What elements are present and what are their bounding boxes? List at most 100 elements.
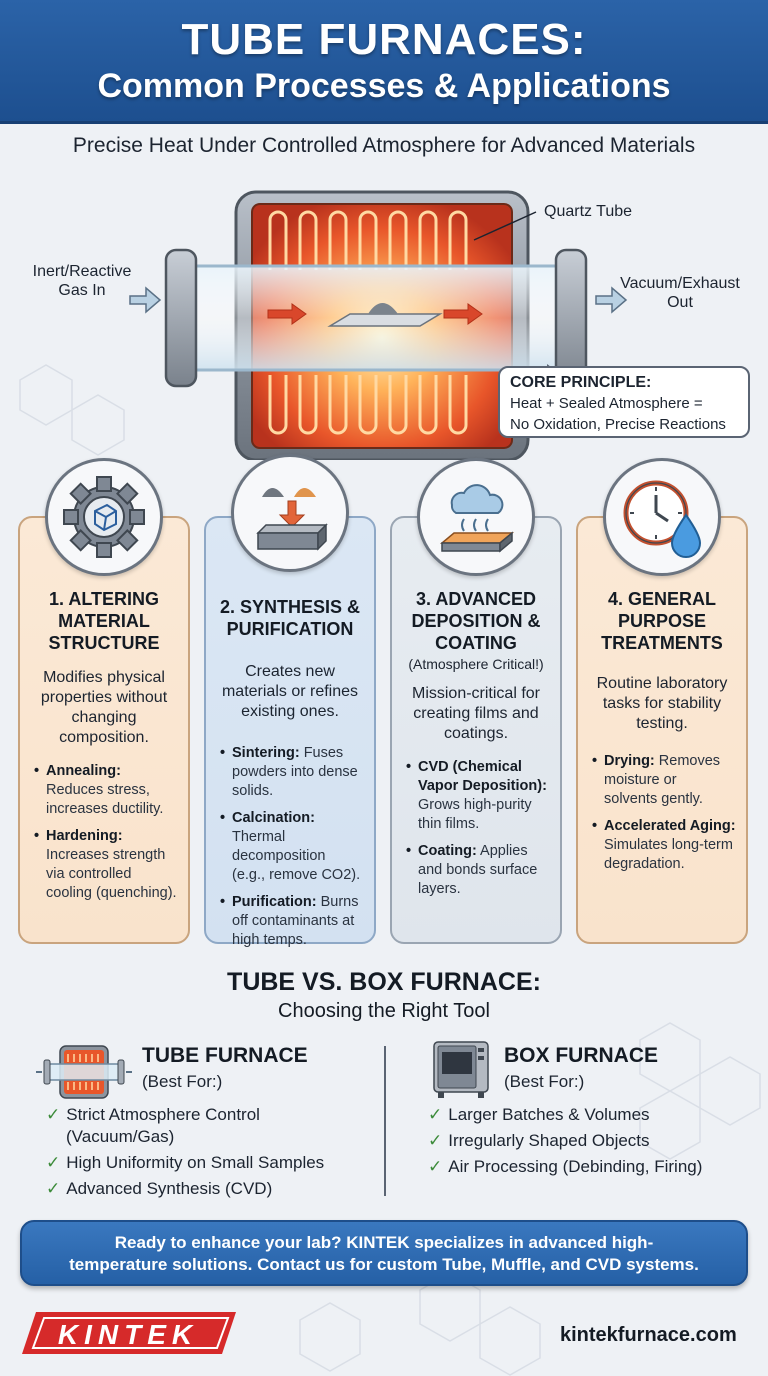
vapor-cloud-icon	[417, 458, 535, 576]
cta-line-1: Ready to enhance your lab? KINTEK specia…	[114, 1233, 654, 1252]
list-item: CVD (Chemical Vapor Deposition):Grows hi…	[406, 758, 552, 834]
box-check-item: ✓Irregularly Shaped Objects	[428, 1131, 650, 1150]
card-title-line: 3. ADVANCED	[415, 589, 536, 609]
page-title: TUBE FURNACES:	[181, 15, 587, 64]
check-icon: ✓	[428, 1157, 443, 1176]
card-title-line: 1. ALTERING	[48, 589, 159, 609]
clock-droplet-icon	[603, 458, 721, 576]
tagline: Precise Heat Under Controlled Atmosphere…	[72, 134, 696, 157]
box-furnace-column: BOX FURNACE (Best For:) ✓Larger Batches …	[386, 1036, 768, 1206]
card-desc-line: testing.	[636, 715, 688, 732]
core-principle-line-1: Heat + Sealed Atmosphere =	[510, 395, 703, 412]
card-desc-line: materials or refines	[221, 683, 359, 700]
tube-furnace-illustration	[129, 190, 628, 460]
box-check-item: ✓Larger Batches & Volumes	[428, 1105, 650, 1124]
card-desc-line: composition.	[59, 729, 149, 746]
page-subtitle: Common Processes & Applications	[97, 67, 671, 105]
kintek-logo-mark: KINTEK	[22, 1312, 236, 1354]
core-principle-callout: CORE PRINCIPLE: Heat + Sealed Atmosphere…	[498, 366, 750, 438]
comparison-divider	[384, 1046, 386, 1196]
tube-check-item-continued: (Vacuum/Gas)	[66, 1127, 175, 1146]
card-title-line: COATING	[435, 633, 517, 653]
tube-check-item: ✓High Uniformity on Small Samples	[46, 1153, 325, 1172]
logo-text: KINTEK	[58, 1319, 198, 1350]
card-title: 4. GENERAL PURPOSE TREATMENTS	[586, 588, 738, 654]
card-title: 1. ALTERING MATERIAL STRUCTURE	[28, 588, 180, 654]
card-description: Modifies physical properties without cha…	[28, 668, 180, 748]
card-desc-line: properties without	[40, 689, 168, 706]
box-check-item: ✓Air Processing (Debinding, Firing)	[428, 1157, 703, 1176]
card-desc-line: Modifies physical	[43, 669, 165, 686]
tube-furnace-column: TUBE FURNACE (Best For:) ✓Strict Atmosph…	[0, 1036, 384, 1206]
card-list: CVD (Chemical Vapor Deposition):Grows hi…	[400, 758, 552, 899]
card-title-line: 2. SYNTHESIS &	[219, 597, 361, 617]
card-advanced-deposition-coating: 3. ADVANCED DEPOSITION & COATING (Atmosp…	[390, 516, 562, 944]
exhaust-line-1: Vacuum/Exhaust	[620, 275, 740, 292]
card-description: Mission-critical for creating films and …	[400, 684, 552, 744]
card-desc-line: changing	[71, 709, 137, 726]
check-icon: ✓	[428, 1131, 443, 1150]
contact-cta-banner[interactable]: Ready to enhance your lab? KINTEK specia…	[20, 1220, 748, 1286]
gas-in-line-2: Gas In	[58, 282, 106, 299]
check-icon: ✓	[46, 1179, 61, 1198]
quartz-tube-label: Quartz Tube	[544, 203, 633, 220]
gear-crystal-icon	[45, 458, 163, 576]
comparison-title: TUBE VS. BOX FURNACE:	[227, 968, 541, 996]
check-icon: ✓	[46, 1105, 61, 1124]
gas-in-label: Inert/Reactive Gas In	[22, 262, 142, 300]
box-furnace-subtitle: (Best For:)	[504, 1072, 585, 1091]
check-icon: ✓	[46, 1153, 61, 1172]
core-principle-line-2: No Oxidation, Precise Reactions	[510, 416, 726, 433]
gas-in-line-1: Inert/Reactive	[32, 263, 132, 280]
list-item: Calcination: Thermaldecomposition(e.g., …	[220, 809, 366, 885]
card-title-line: 4. GENERAL	[607, 589, 717, 609]
card-title-line: TREATMENTS	[601, 633, 723, 653]
check-icon: ✓	[428, 1105, 443, 1124]
tube-furnace-title: TUBE FURNACE	[142, 1044, 308, 1067]
card-title-line: PURPOSE	[617, 611, 707, 631]
card-synthesis-purification: 2. SYNTHESIS & PURIFICATION Creates new …	[204, 516, 376, 948]
powder-to-block-icon	[231, 454, 349, 572]
website-link[interactable]: kintekfurnace.com	[560, 1324, 737, 1346]
box-furnace-title: BOX FURNACE	[504, 1044, 659, 1067]
core-principle-title: CORE PRINCIPLE:	[510, 374, 652, 391]
comparison-subtitle: Choosing the Right Tool	[278, 1000, 490, 1022]
card-desc-line: coatings.	[443, 725, 509, 742]
card-desc-line: Routine laboratory	[596, 675, 728, 692]
kintek-logo[interactable]: KINTEK	[22, 1310, 236, 1356]
card-title-line: PURIFICATION	[226, 619, 354, 639]
card-desc-line: Mission-critical for	[411, 685, 540, 702]
card-desc-line: Creates new	[245, 663, 335, 680]
furnace-diagram: Quartz Tube Inert/Reactive Gas In Vacuum…	[0, 170, 768, 460]
tube-furnace-icon	[36, 1045, 132, 1099]
tube-check-item: ✓Advanced Synthesis (CVD)	[46, 1179, 273, 1198]
card-description: Routine laboratory tasks for stability t…	[586, 674, 738, 734]
page-header: TUBE FURNACES: Common Processes & Applic…	[0, 0, 768, 124]
box-furnace-icon	[433, 1041, 489, 1098]
tube-check-item: ✓Strict Atmosphere Control	[46, 1105, 260, 1124]
card-desc-line: creating films and	[413, 705, 539, 722]
card-description: Creates new materials or refines existin…	[214, 662, 366, 722]
card-title-line: MATERIAL	[58, 611, 150, 631]
card-title: 3. ADVANCED DEPOSITION & COATING	[400, 588, 552, 654]
card-general-purpose-treatments: 4. GENERAL PURPOSE TREATMENTS Routine la…	[576, 516, 748, 944]
exhaust-line-2: Out	[667, 294, 693, 311]
card-note: (Atmosphere Critical!)	[408, 656, 544, 672]
list-item: Accelerated Aging:Simulates long-termdeg…	[592, 817, 738, 874]
card-altering-material-structure: 1. ALTERING MATERIAL STRUCTURE Modifies …	[18, 516, 190, 944]
cta-line-2: temperature solutions. Contact us for cu…	[69, 1255, 699, 1274]
card-title: 2. SYNTHESIS & PURIFICATION	[214, 596, 366, 640]
list-item: Annealing:Reduces stress,increases ducti…	[34, 762, 180, 819]
card-desc-line: tasks for stability	[602, 695, 722, 712]
card-list: Annealing:Reduces stress,increases ducti…	[28, 762, 180, 903]
exhaust-label: Vacuum/Exhaust Out	[612, 274, 748, 312]
card-title-line: DEPOSITION &	[411, 611, 541, 631]
tube-furnace-subtitle: (Best For:)	[142, 1072, 223, 1091]
